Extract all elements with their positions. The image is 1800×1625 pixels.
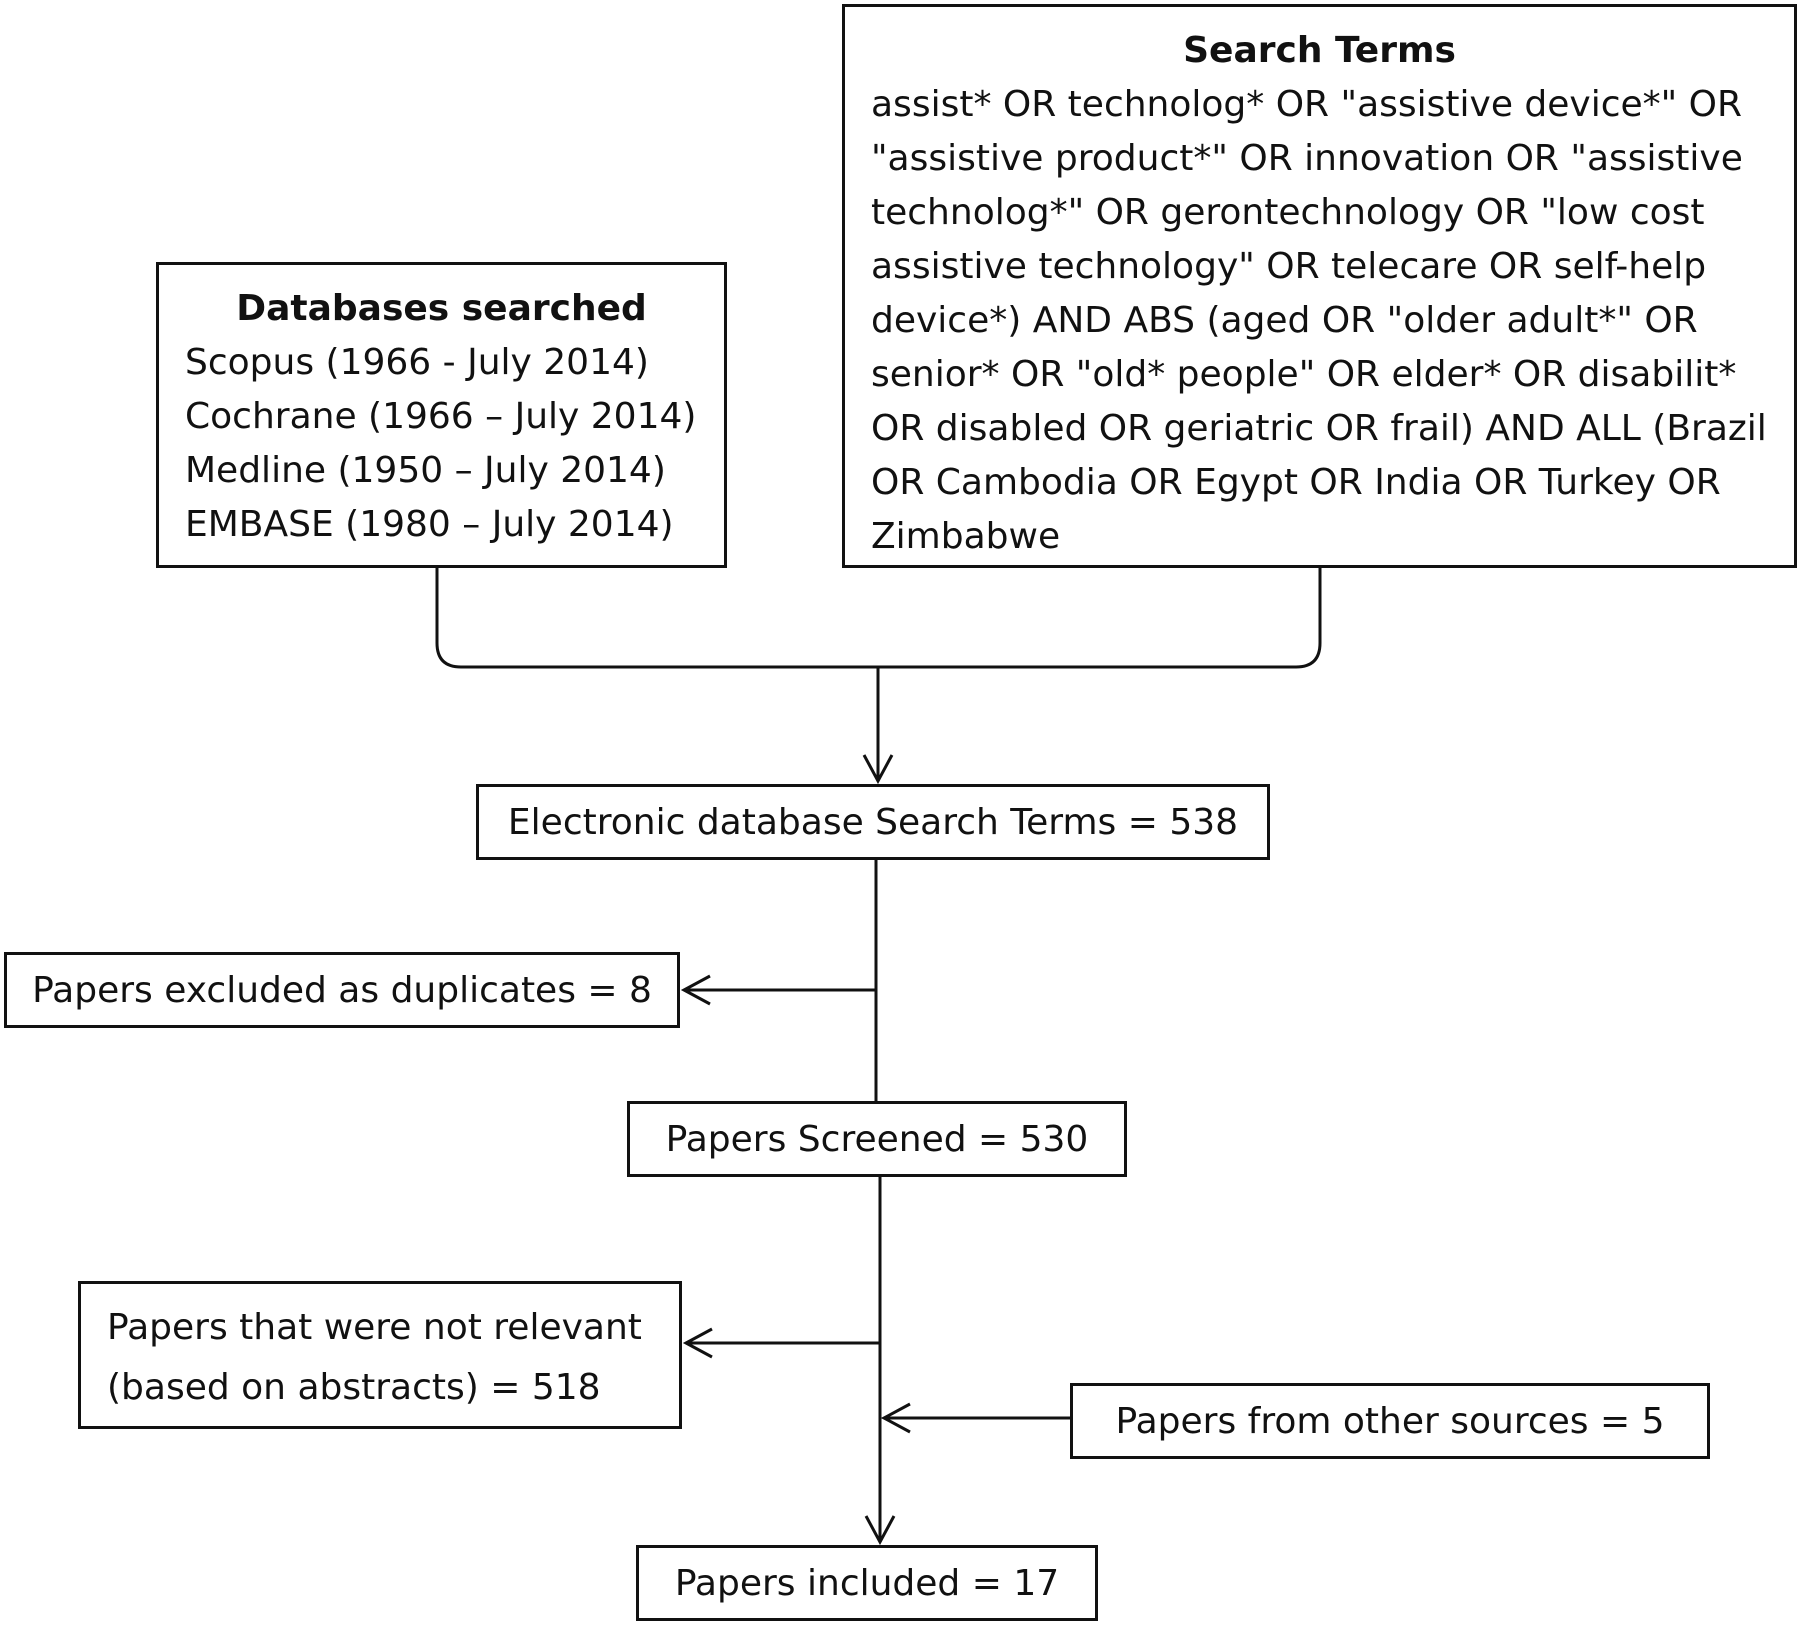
- search-terms-title: Search Terms: [1183, 30, 1456, 71]
- included-label: Papers included = 17: [674, 1562, 1060, 1604]
- electronic-search-box: Electronic database Search Terms = 538: [476, 784, 1270, 860]
- search-terms-box: Search Terms assist* OR technolog* OR "a…: [842, 4, 1797, 568]
- search-terms-line: device*) AND ABS (aged OR "older adult*"…: [871, 300, 1698, 341]
- search-terms-line: technolog*" OR gerontechnology OR "low c…: [871, 192, 1705, 233]
- database-item: Medline (1950 – July 2014): [185, 450, 666, 491]
- search-terms-line: OR disabled OR geriatric OR frail) AND A…: [871, 408, 1767, 449]
- database-item: Scopus (1966 - July 2014): [185, 342, 649, 383]
- database-item: Cochrane (1966 – July 2014): [185, 396, 697, 437]
- screened-label: Papers Screened = 530: [665, 1118, 1089, 1160]
- search-terms-line: senior* OR "old* people" OR elder* OR di…: [871, 354, 1737, 395]
- screened-box: Papers Screened = 530: [627, 1101, 1127, 1177]
- search-terms-line: OR Cambodia OR Egypt OR India OR Turkey …: [871, 462, 1721, 503]
- other-sources-label: Papers from other sources = 5: [1115, 1400, 1665, 1442]
- arrowhead-duplicates: [680, 974, 711, 1006]
- merge-bracket: [435, 568, 1322, 669]
- duplicates-label: Papers excluded as duplicates = 8: [32, 969, 652, 1011]
- duplicates-box: Papers excluded as duplicates = 8: [4, 952, 680, 1028]
- arrowhead-not-relevant: [682, 1327, 713, 1359]
- not-relevant-line: Papers that were not relevant: [107, 1307, 642, 1348]
- search-terms-line: Zimbabwe: [871, 516, 1061, 557]
- included-box: Papers included = 17: [636, 1545, 1098, 1621]
- electronic-search-label: Electronic database Search Terms = 538: [507, 801, 1239, 843]
- database-item: EMBASE (1980 – July 2014): [185, 504, 674, 545]
- databases-title: Databases searched: [236, 288, 647, 329]
- databases-box: Databases searched Scopus (1966 - July 2…: [156, 262, 727, 568]
- search-terms-line: assist* OR technolog* OR "assistive devi…: [871, 84, 1743, 125]
- arrowhead-other-sources: [880, 1402, 911, 1434]
- not-relevant-line: (based on abstracts) = 518: [107, 1367, 601, 1408]
- search-terms-line: assistive technology" OR telecare OR sel…: [871, 246, 1707, 287]
- other-sources-box: Papers from other sources = 5: [1070, 1383, 1710, 1459]
- not-relevant-box: Papers that were not relevant (based on …: [78, 1281, 682, 1429]
- arrowhead-electronic: [862, 754, 894, 785]
- search-terms-line: "assistive product*" OR innovation OR "a…: [871, 138, 1743, 179]
- arrowhead-included: [864, 1515, 896, 1546]
